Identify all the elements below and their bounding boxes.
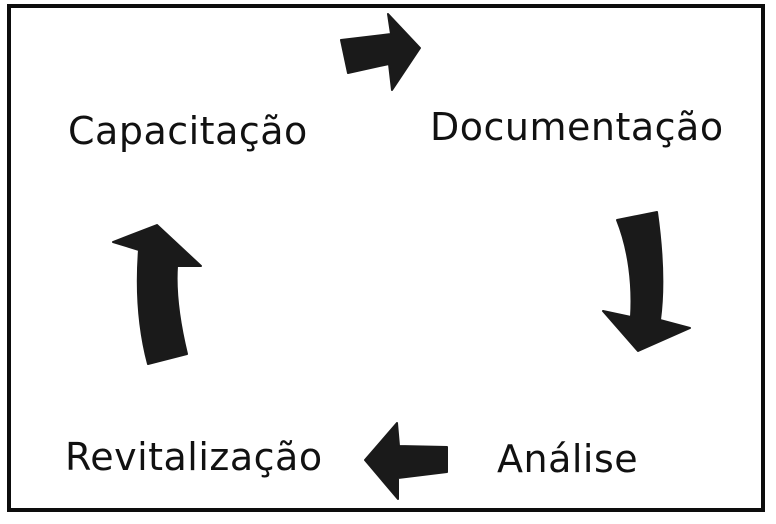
arrow-up-curved-icon	[112, 224, 202, 365]
arrow-left-icon	[364, 422, 448, 500]
stage-documentacao-label: Documentação	[430, 105, 724, 149]
stage-analise-label: Análise	[497, 437, 639, 481]
stage-capacitacao-label: Capacitação	[68, 109, 308, 153]
arrow-right-icon	[340, 13, 421, 91]
stage-revitalizacao-label: Revitalização	[65, 435, 323, 479]
arrow-down-curved-icon	[602, 211, 691, 352]
